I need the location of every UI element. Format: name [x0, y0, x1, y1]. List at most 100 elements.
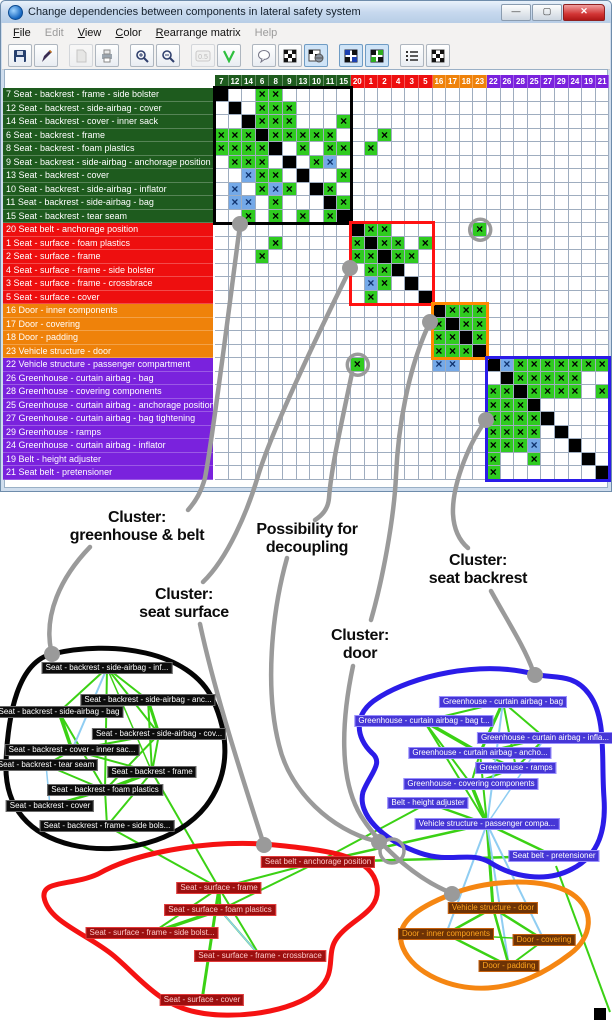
dsm-cell[interactable]: ×	[242, 141, 256, 156]
dsm-cell[interactable]	[228, 88, 243, 102]
dsm-cell[interactable]: ×	[215, 128, 229, 142]
dsm-cell[interactable]: ×	[555, 371, 569, 385]
dsm-cell[interactable]	[323, 439, 338, 453]
dsm-cell[interactable]	[419, 277, 433, 291]
dsm-cell[interactable]	[555, 439, 569, 453]
dsm-cell[interactable]	[419, 88, 433, 102]
dsm-cell[interactable]: ×	[269, 114, 283, 129]
export-button[interactable]	[69, 44, 93, 67]
dsm-cell[interactable]: ×	[419, 236, 433, 250]
dsm-cell[interactable]	[242, 371, 256, 385]
dsm-cell[interactable]	[296, 331, 311, 345]
dsm-cell[interactable]: ×	[283, 182, 297, 196]
dsm-cell[interactable]	[391, 223, 406, 237]
dsm-cell[interactable]	[391, 317, 406, 331]
dsm-cell[interactable]	[568, 88, 583, 102]
dsm-cell[interactable]	[432, 398, 447, 412]
dsm-cell[interactable]: ×	[310, 128, 324, 142]
dsm-cell[interactable]	[364, 317, 379, 331]
dsm-cell[interactable]: ×	[310, 155, 324, 169]
dsm-cell[interactable]	[446, 452, 460, 466]
dsm-cell[interactable]	[242, 425, 256, 439]
dsm-cell[interactable]	[215, 371, 229, 385]
dsm-cell[interactable]	[568, 466, 583, 480]
dsm-cell[interactable]	[568, 398, 583, 412]
dsm-cell[interactable]: ×	[568, 371, 583, 385]
dsm-cell[interactable]: ×	[228, 195, 243, 210]
dsm-cell[interactable]	[500, 331, 515, 345]
dsm-cell[interactable]	[310, 304, 324, 318]
dsm-cell[interactable]	[595, 209, 610, 223]
component-node[interactable]: Door - covering	[512, 934, 576, 946]
dsm-cell[interactable]	[364, 331, 379, 345]
dsm-cell[interactable]	[541, 169, 555, 183]
dsm-cell[interactable]	[310, 182, 324, 196]
column-header[interactable]: 5	[419, 75, 433, 88]
component-node[interactable]: Door - padding	[478, 960, 540, 972]
dsm-cell[interactable]	[487, 223, 501, 237]
dsm-cell[interactable]	[364, 398, 379, 412]
dsm-cell[interactable]	[432, 196, 447, 210]
dsm-cell[interactable]	[351, 209, 365, 223]
dsm-cell[interactable]: ×	[269, 236, 283, 250]
dsm-cell[interactable]	[541, 398, 555, 412]
dsm-cell[interactable]	[378, 371, 392, 385]
dsm-cell[interactable]	[228, 209, 243, 223]
dsm-cell[interactable]	[527, 263, 542, 277]
dsm-cell[interactable]	[269, 385, 283, 399]
dsm-cell[interactable]	[473, 385, 487, 399]
dsm-cell[interactable]	[215, 290, 229, 304]
column-header[interactable]: 14	[242, 75, 256, 88]
dsm-cell[interactable]	[228, 425, 243, 439]
dsm-cell[interactable]	[242, 317, 256, 331]
dsm-cell[interactable]	[541, 101, 555, 115]
dsm-cell[interactable]	[541, 331, 555, 345]
dsm-cell[interactable]	[568, 331, 583, 345]
dsm-cell[interactable]	[446, 182, 460, 196]
dsm-cell[interactable]	[269, 263, 283, 277]
dsm-cell[interactable]	[283, 304, 297, 318]
dsm-cell[interactable]	[242, 398, 256, 412]
dsm-cell[interactable]	[242, 290, 256, 304]
row-label[interactable]: 1 Seat - surface - foam plastics	[3, 236, 213, 250]
dsm-cell[interactable]: ×	[568, 357, 583, 372]
dsm-cell[interactable]	[527, 128, 542, 142]
dsm-cell[interactable]	[296, 196, 311, 210]
dsm-cell[interactable]	[514, 142, 528, 156]
dsm-cell[interactable]	[432, 385, 447, 399]
dsm-cell[interactable]	[269, 344, 283, 358]
close-button[interactable]: ✕	[563, 3, 605, 21]
dsm-cell[interactable]: ×	[269, 209, 283, 223]
dsm-cell[interactable]	[473, 128, 487, 142]
column-header[interactable]: 9	[283, 75, 297, 88]
dsm-cell[interactable]	[487, 88, 501, 102]
dsm-cell[interactable]: ×	[459, 344, 474, 358]
dsm-cell[interactable]	[364, 344, 379, 358]
dsm-cell[interactable]	[242, 101, 256, 115]
dsm-cell[interactable]	[351, 304, 365, 318]
dsm-cell[interactable]	[255, 385, 270, 399]
dsm-cell[interactable]	[296, 398, 311, 412]
dsm-cell[interactable]: ×	[269, 168, 283, 183]
dsm-cell[interactable]	[296, 439, 311, 453]
dsm-cell[interactable]	[269, 452, 283, 466]
column-header[interactable]: 8	[269, 75, 283, 88]
dsm-cell[interactable]	[432, 209, 447, 223]
dsm-cell[interactable]	[568, 169, 583, 183]
dsm-cell[interactable]	[541, 182, 555, 196]
dsm-cell[interactable]	[582, 209, 596, 223]
dsm-cell[interactable]	[337, 223, 351, 237]
dsm-cell[interactable]	[568, 142, 583, 156]
dsm-cell[interactable]	[242, 277, 256, 291]
dsm-cell[interactable]	[555, 398, 569, 412]
dsm-cell[interactable]	[323, 115, 338, 129]
dsm-cell[interactable]	[568, 115, 583, 129]
dsm-cell[interactable]	[337, 371, 351, 385]
dsm-cell[interactable]	[269, 425, 283, 439]
dsm-cell[interactable]	[432, 101, 447, 115]
dsm-cell[interactable]	[269, 331, 283, 345]
title-bar[interactable]: Change dependencies between components i…	[1, 1, 611, 23]
dsm-cell[interactable]: ×	[527, 384, 542, 399]
dsm-cell[interactable]	[541, 196, 555, 210]
dsm-cell[interactable]	[310, 196, 324, 210]
